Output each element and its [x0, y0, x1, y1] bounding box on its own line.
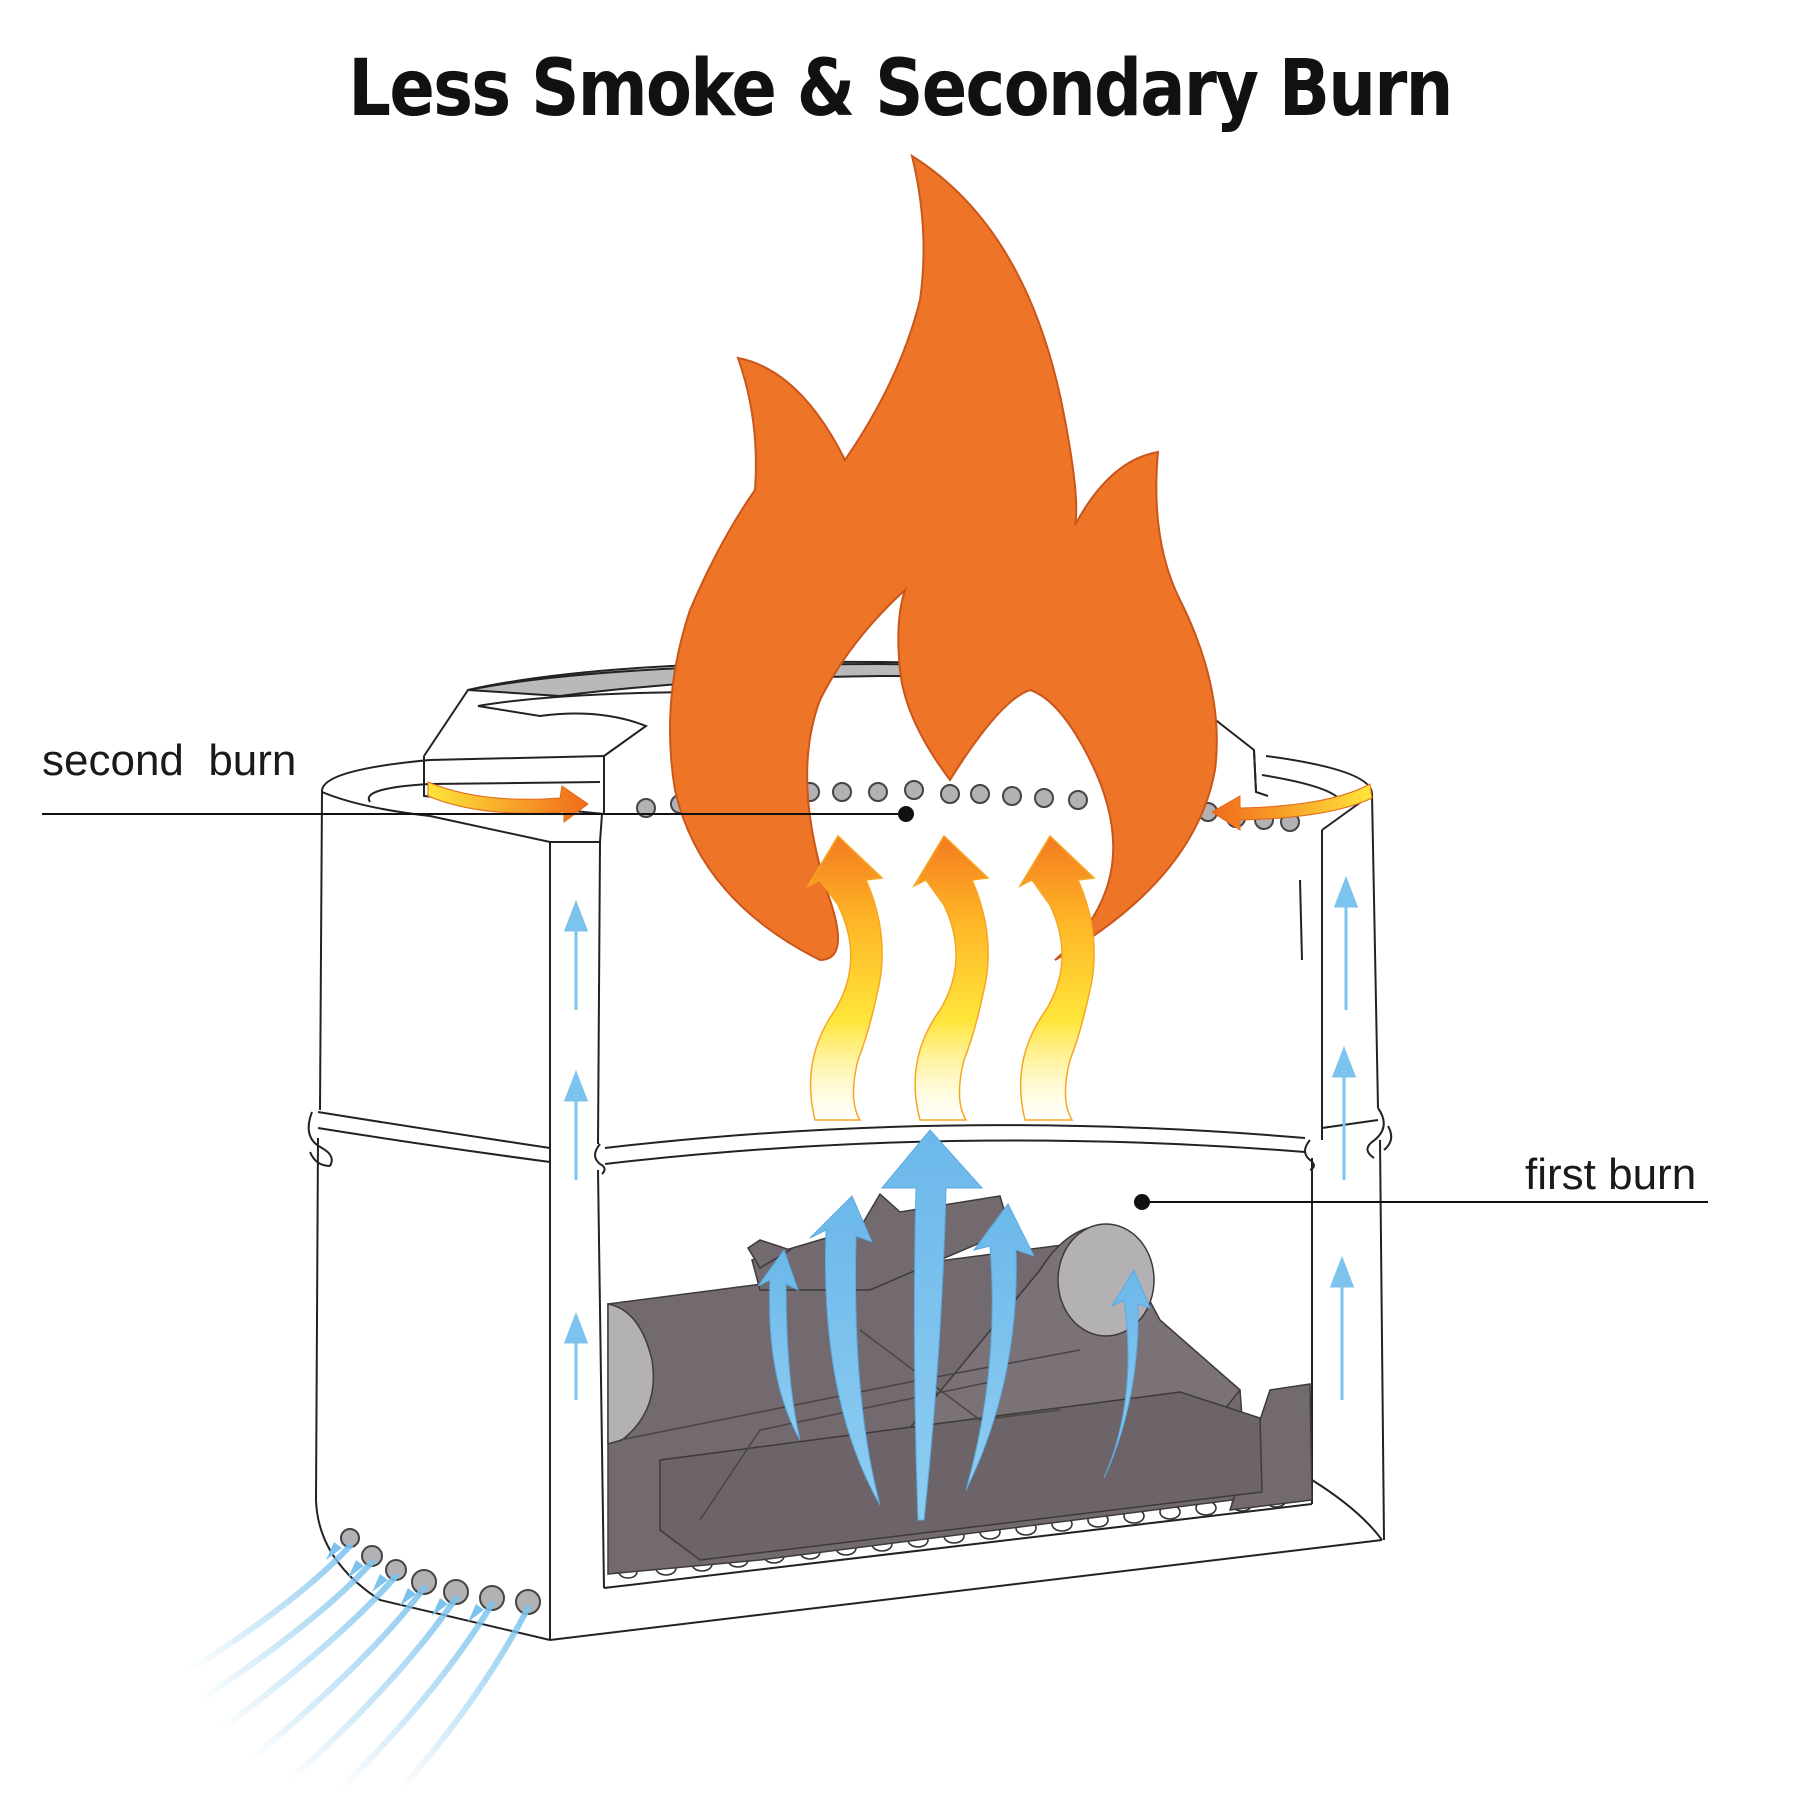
- log-left-end: [607, 1303, 655, 1445]
- callout-first-burn: [1134, 1194, 1708, 1210]
- log-end-right: [1057, 1223, 1155, 1337]
- air-arrow-center: [880, 1129, 984, 1521]
- front-panel-left: [549, 841, 605, 1640]
- air-arrow-left-bottom: [563, 1311, 589, 1400]
- label-first-burn: first burn: [1525, 1150, 1697, 1199]
- intake-breeze: [187, 1543, 531, 1793]
- air-arrow-left-top: [563, 899, 589, 1010]
- mid-band-left: [317, 1111, 551, 1163]
- page-title: Less Smoke & Secondary Burn: [348, 44, 1453, 134]
- mid-band-right: [1321, 1119, 1379, 1129]
- logs: [607, 1192, 1313, 1575]
- heat-arrow-3: [1018, 834, 1096, 1121]
- air-arrow-left-mid: [563, 1069, 589, 1180]
- outer-wall-left: [314, 791, 551, 1641]
- outer-wall-right: [1371, 793, 1385, 1541]
- bottom-edge: [549, 1539, 1383, 1641]
- mid-band-center: [604, 1124, 1306, 1165]
- chamber-air-arrows: [757, 1129, 1151, 1521]
- callout-dot-first: [1134, 1194, 1150, 1210]
- flame-shape: [669, 153, 1218, 962]
- wall-air-arrows: [563, 875, 1359, 1400]
- intake-arrows: [326, 1542, 484, 1622]
- callout-dot-second: [898, 806, 914, 822]
- inner-wall-right: [1299, 830, 1323, 1504]
- bottom-vent-holes: [340, 1528, 541, 1615]
- heat-arrows: [806, 834, 1096, 1121]
- air-arrow-left: [757, 1248, 801, 1441]
- hooks: [307, 1107, 1393, 1175]
- air-arrow-right-bottom: [1329, 1255, 1355, 1400]
- heat-arrow-2: [912, 834, 990, 1121]
- air-arrow-right: [1103, 1268, 1151, 1479]
- air-arrow-right-mid: [1331, 1045, 1357, 1180]
- air-arrow-center-left: [809, 1195, 881, 1506]
- label-second-burn: second burn: [42, 736, 297, 785]
- log-front: [659, 1391, 1263, 1561]
- heat-arrow-1: [806, 834, 884, 1121]
- air-arrow-right-top: [1333, 875, 1359, 1010]
- ring-arrow-right: [1211, 783, 1373, 831]
- callout-second-burn: [42, 806, 914, 822]
- ring-arrow-left: [427, 781, 589, 823]
- bottom-ramp: [1311, 1479, 1383, 1541]
- air-arrow-center-right: [965, 1203, 1035, 1491]
